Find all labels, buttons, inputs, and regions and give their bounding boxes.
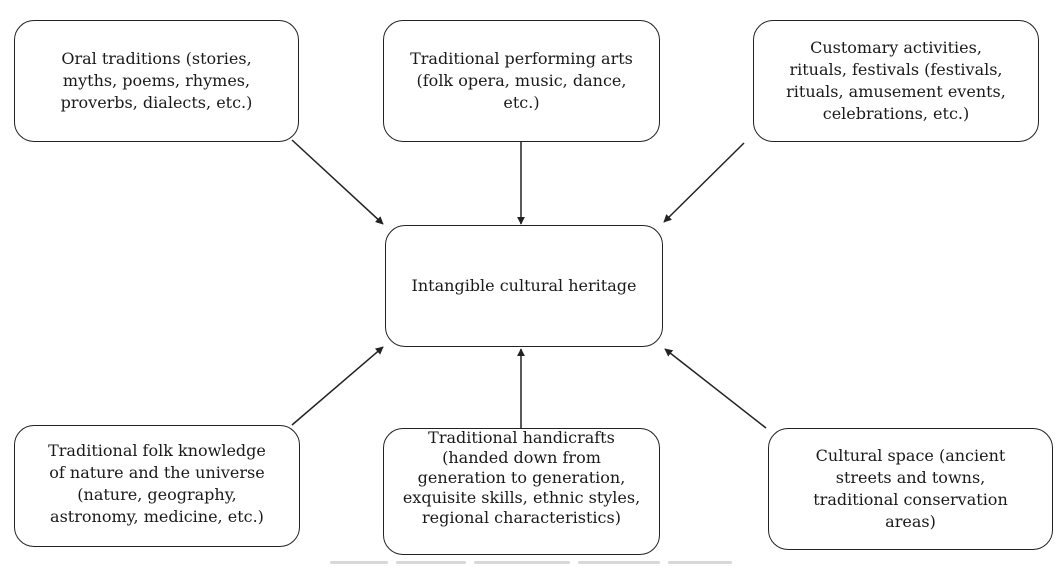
node-craft-line-1: Traditional handicrafts [428,428,615,447]
edge-space-to-center [664,348,767,429]
node-oral-line-2: myths, poems, rhymes, [62,71,251,90]
node-intangible-cultural-heritage: Intangible cultural heritage [385,225,663,347]
caption-blur-4 [578,561,660,564]
node-craft-line-4: exquisite skills, ethnic styles, [402,488,641,507]
node-custom-line-3: rituals, amusement events, [786,82,1006,101]
caption-blur-1 [330,561,388,564]
node-space-line-2: streets and towns, [835,468,986,487]
node-handicrafts: Traditional handicrafts (handed down fro… [383,428,660,555]
node-folk-line-4: astronomy, medicine, etc.) [50,507,264,526]
node-performing-arts-text: Traditional performing arts (folk opera,… [410,48,633,114]
node-oral-line-3: proverbs, dialects, etc.) [60,93,253,112]
node-craft-line-3: generation to generation, [417,468,626,487]
node-oral-traditions-text: Oral traditions (stories, myths, poems, … [61,48,253,114]
edge-folk-to-center [291,346,384,426]
caption-blur-5 [668,561,732,564]
node-perform-line-2: (folk opera, music, dance, [416,71,627,90]
caption-blur-2 [396,561,466,564]
node-craft-line-2: (handed down from [442,448,601,467]
node-folk-knowledge: Traditional folk knowledge of nature and… [14,425,300,547]
node-performing-arts: Traditional performing arts (folk opera,… [383,20,660,142]
node-oral-line-1: Oral traditions (stories, [61,49,252,68]
center-label: Intangible cultural heritage [411,276,637,295]
node-oral-traditions: Oral traditions (stories, myths, poems, … [14,20,299,142]
node-folk-line-1: Traditional folk knowledge [48,441,266,460]
edge-custom-to-center [663,142,745,223]
node-folk-knowledge-text: Traditional folk knowledge of nature and… [48,440,266,528]
caption-faded [0,552,1062,570]
node-folk-line-3: (nature, geography, [77,485,237,504]
node-cultural-space: Cultural space (ancient streets and town… [768,428,1053,550]
node-space-line-3: traditional conservation [813,490,1008,509]
node-folk-line-2: of nature and the universe [49,463,265,482]
node-customary-activities-text: Customary activities, rituals, festivals… [786,37,1006,125]
node-custom-line-2: rituals, festivals (festivals, [789,60,1003,79]
node-craft-line-5: regional characteristics) [422,508,621,527]
node-space-line-4: areas) [885,512,936,531]
node-space-line-1: Cultural space (ancient [815,446,1006,465]
node-handicrafts-text: Traditional handicrafts (handed down fro… [402,428,641,529]
node-custom-line-1: Customary activities, [810,38,982,57]
node-customary-activities: Customary activities, rituals, festivals… [753,20,1039,142]
node-custom-line-4: celebrations, etc.) [822,104,970,123]
node-perform-line-3: etc.) [503,93,540,112]
node-cultural-space-text: Cultural space (ancient streets and town… [813,445,1008,533]
edge-oral-to-center [291,139,384,225]
node-perform-line-1: Traditional performing arts [410,49,633,68]
caption-blur-3 [474,561,570,564]
